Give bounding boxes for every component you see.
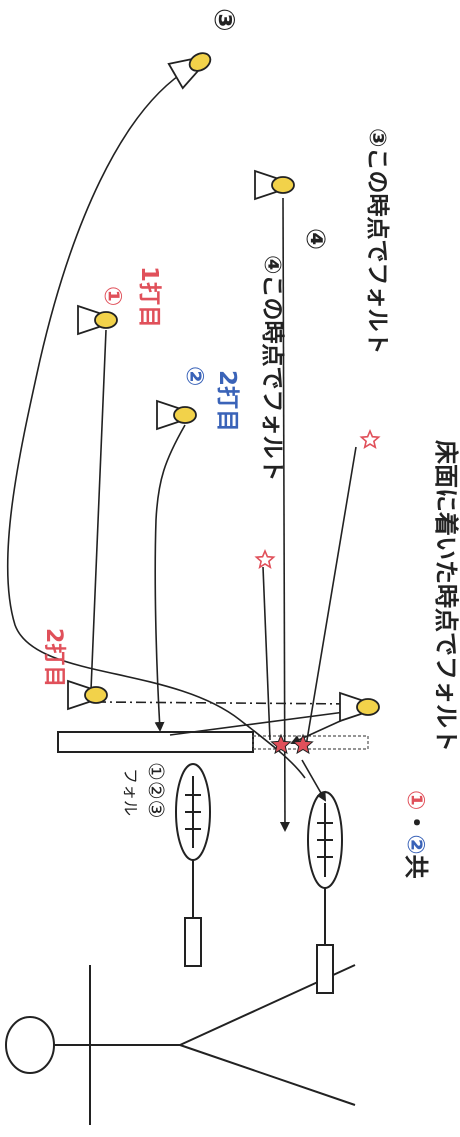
fault-nums-label: ①②③ (144, 762, 168, 819)
trajectories (6, 67, 362, 832)
racket-icon (175, 763, 211, 967)
fault-4-text: ④この時点でフォルト (259, 255, 285, 482)
person-figure-icon (5, 964, 356, 1125)
label-2: ② (181, 366, 209, 387)
star-icon (270, 733, 314, 755)
star-icon (254, 428, 381, 570)
both-label: ①・②共 (402, 790, 430, 879)
fault-3-text: ③この時点でフォルト (364, 128, 390, 355)
fault-small-label: フォル (121, 768, 140, 817)
shuttlecock-icon (339, 691, 380, 723)
floor-fault-text: 床面に着いた時点でフォルト (432, 440, 460, 752)
both-dot: ・ (402, 810, 430, 835)
shuttlecock-icon (167, 52, 212, 90)
shuttlecock-icon (67, 679, 108, 711)
shuttlecock-icon (156, 399, 197, 431)
label-hit2-blue: 2打目 (214, 370, 240, 433)
shuttlecock-icon (254, 169, 295, 201)
label-hit2-red: 2打目 (41, 628, 66, 688)
racket-icon (307, 791, 343, 994)
shuttlecock-icon (77, 304, 118, 336)
both-1: ① (402, 790, 430, 811)
both-suffix: 共 (402, 854, 430, 879)
label-1: ① (99, 286, 127, 307)
net-bar (57, 731, 369, 753)
shuttlecocks (67, 52, 380, 723)
label-hit1: 1打目 (136, 266, 162, 329)
label-3-top: ③ (208, 8, 241, 32)
label-4: ④ (300, 228, 330, 251)
both-2: ② (402, 834, 430, 855)
